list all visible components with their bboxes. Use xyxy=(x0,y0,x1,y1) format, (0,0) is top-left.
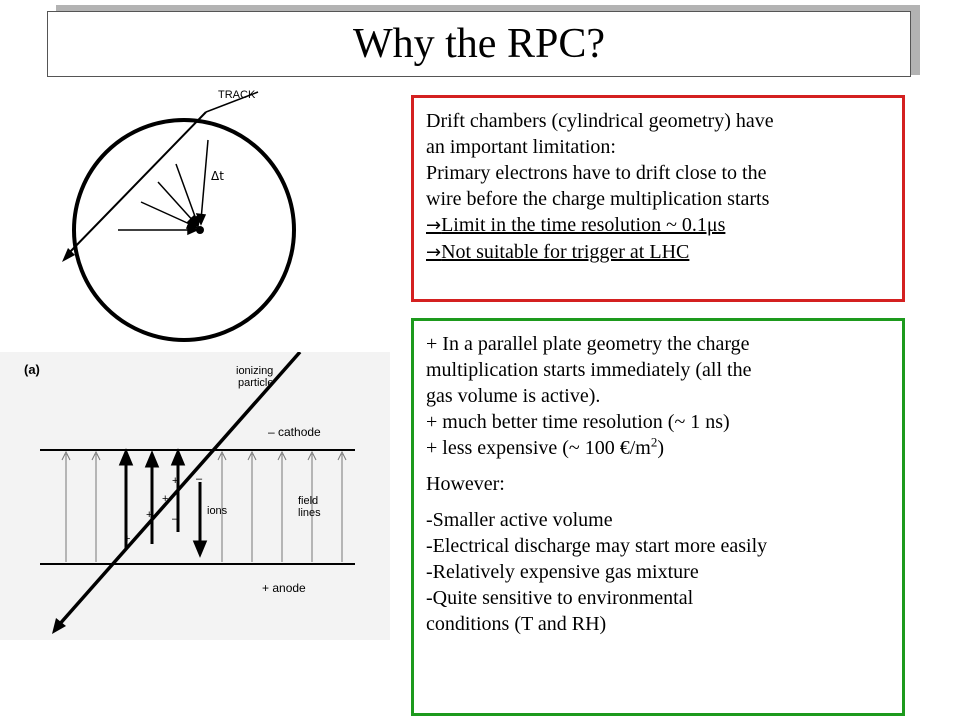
ion-arrows xyxy=(118,448,208,558)
field-label: field xyxy=(298,495,318,507)
anode-label: + anode xyxy=(262,581,306,595)
con-1: -Smaller active volume xyxy=(426,509,613,531)
con-2: -Electrical discharge may start more eas… xyxy=(426,535,768,557)
particle-track xyxy=(56,352,302,628)
parallel-plate-figure: (a) ionizing particle – cathode ions fie… xyxy=(0,352,390,640)
drift-chamber-figure: TRACK Δt xyxy=(62,89,296,342)
slide-title: Why the RPC? xyxy=(353,21,605,67)
drift-arrows xyxy=(118,139,209,236)
lines-label: lines xyxy=(298,507,321,519)
however-heading: However: xyxy=(426,473,505,495)
red-line-4: wire before the charge multiplication st… xyxy=(426,188,770,210)
time-resolution-limit: →Limit in the time resolution ~ 0.1μs xyxy=(426,214,726,236)
green-line-3: gas volume is active). xyxy=(426,385,601,407)
con-4: -Quite sensitive to environmental xyxy=(426,587,694,609)
panel-label: (a) xyxy=(24,362,40,377)
figure-background xyxy=(0,352,390,640)
track-leader xyxy=(205,91,259,113)
delta-t-label: Δt xyxy=(211,169,224,183)
track-line xyxy=(67,111,207,255)
con-5: conditions (T and RH) xyxy=(426,613,607,635)
green-line-4: + much better time resolution (~ 1 ns) xyxy=(426,411,730,433)
track-arrowhead xyxy=(62,248,75,262)
title-box: Why the RPC? xyxy=(47,11,911,77)
track-label: TRACK xyxy=(218,89,256,101)
trigger-unsuitable: →Not suitable for trigger at LHC xyxy=(426,241,690,263)
svg-text:–: – xyxy=(196,473,203,485)
green-line-2: multiplication starts immediately (all t… xyxy=(426,359,752,381)
svg-text:+: + xyxy=(162,493,168,505)
particle-arrowhead xyxy=(52,618,66,634)
ions-label: ions xyxy=(207,505,228,517)
red-line-3: Primary electrons have to drift close to… xyxy=(426,162,767,184)
particle-label: particle xyxy=(238,377,273,389)
drift-chamber-limitations-box: Drift chambers (cylindrical geometry) ha… xyxy=(411,95,905,302)
implies-arrow-icon: → xyxy=(426,242,442,263)
charge-signs: + + + + – – xyxy=(124,473,203,545)
svg-text:+: + xyxy=(146,509,152,521)
green-line-5: + less expensive (~ 100 €/m2) xyxy=(426,434,665,459)
ionizing-label: ionizing xyxy=(236,365,273,377)
svg-text:–: – xyxy=(172,513,179,525)
svg-text:+: + xyxy=(172,475,178,487)
parallel-plate-box: + In a parallel plate geometry the charg… xyxy=(411,318,905,716)
red-line-2: an important limitation: xyxy=(426,136,616,158)
svg-text:+: + xyxy=(124,533,130,545)
field-lines xyxy=(61,450,347,562)
red-line-1: Drift chambers (cylindrical geometry) ha… xyxy=(426,110,774,132)
chamber-circle xyxy=(72,118,296,342)
con-3: -Relatively expensive gas mixture xyxy=(426,561,699,583)
cathode-label: – cathode xyxy=(268,425,321,439)
superscript: 2 xyxy=(650,434,658,450)
green-line-1: + In a parallel plate geometry the charg… xyxy=(426,333,750,355)
implies-arrow-icon: → xyxy=(426,215,442,236)
